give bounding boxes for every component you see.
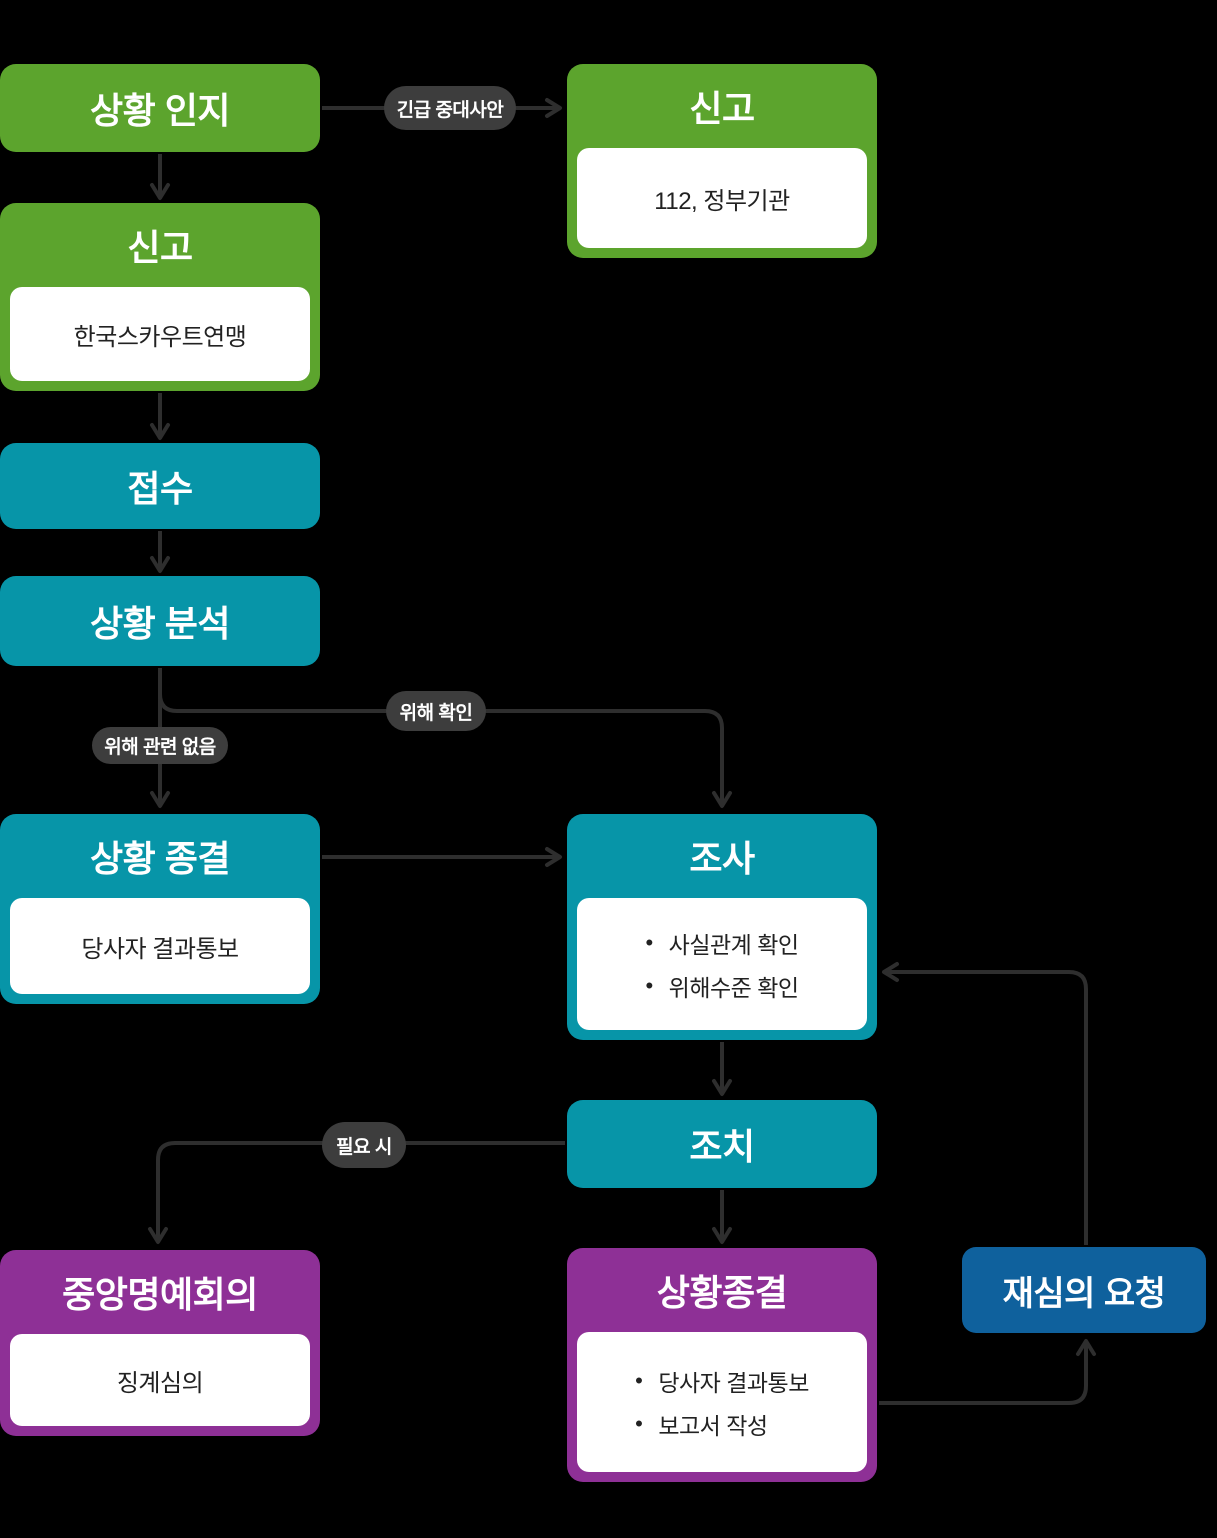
node-body: 사실관계 확인 위해수준 확인 [577, 898, 867, 1030]
bullet-item: 당사자 결과통보 [635, 1364, 809, 1398]
node-honor-council: 중앙명예회의 징계심의 [0, 1250, 320, 1436]
node-body: 112, 정부기관 [577, 148, 867, 248]
node-title: 중앙명예회의 [62, 1274, 258, 1315]
edge-label-urgent: 긴급 중대사안 [384, 86, 516, 130]
bullet-item: 보고서 작성 [635, 1407, 809, 1441]
node-body-text: 징계심의 [116, 1369, 204, 1397]
node-close-bottom: 상황종결 당사자 결과통보 보고서 작성 [567, 1248, 877, 1482]
node-title: 조치 [689, 1126, 755, 1167]
node-report-internal: 신고 한국스카우트연맹 [0, 203, 320, 391]
node-body-text: 당사자 결과통보 [81, 935, 239, 963]
node-review-request: 재심의 요청 [962, 1247, 1206, 1333]
node-body: 한국스카우트연맹 [10, 287, 310, 381]
node-title: 조사 [689, 838, 755, 879]
node-title: 상황 종결 [90, 838, 230, 879]
node-title: 상황 분석 [90, 603, 230, 644]
edge-label-if-needed: 필요 시 [322, 1122, 406, 1168]
node-receipt: 접수 [0, 443, 320, 529]
bullet-list: 사실관계 확인 위해수준 확인 [645, 926, 799, 1003]
node-title: 재심의 요청 [1002, 1274, 1166, 1313]
node-action: 조치 [567, 1100, 877, 1188]
node-title: 상황 인지 [90, 90, 230, 131]
node-report-external: 신고 112, 정부기관 [567, 64, 877, 258]
node-situation-awareness: 상황 인지 [0, 64, 320, 152]
edge-label-harm-confirmed: 위해 확인 [386, 691, 486, 731]
node-title: 상황종결 [656, 1272, 788, 1313]
node-title: 접수 [127, 468, 193, 509]
edge-label-no-harm: 위해 관련 없음 [92, 727, 228, 764]
node-title: 신고 [127, 227, 193, 268]
bullet-item: 위해수준 확인 [645, 969, 799, 1003]
node-body: 당사자 결과통보 보고서 작성 [577, 1332, 867, 1472]
node-title: 신고 [689, 88, 755, 129]
node-body: 당사자 결과통보 [10, 898, 310, 994]
node-body-text: 한국스카우트연맹 [73, 323, 247, 351]
node-body-text: 112, 정부기관 [654, 187, 790, 215]
bullet-item: 사실관계 확인 [645, 926, 799, 960]
bullet-list: 당사자 결과통보 보고서 작성 [635, 1364, 809, 1441]
node-close-left: 상황 종결 당사자 결과통보 [0, 814, 320, 1004]
node-investigation: 조사 사실관계 확인 위해수준 확인 [567, 814, 877, 1040]
node-analysis: 상황 분석 [0, 576, 320, 666]
node-body: 징계심의 [10, 1334, 310, 1426]
